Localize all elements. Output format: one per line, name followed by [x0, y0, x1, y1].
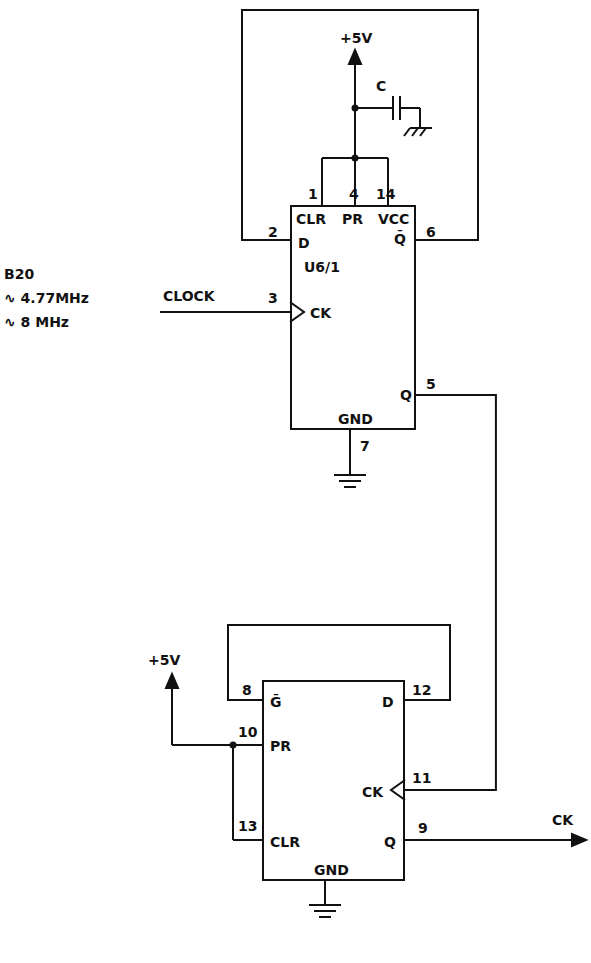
pin-name: CK: [362, 784, 383, 800]
pin-name: D: [298, 235, 310, 251]
pin-number: 10: [238, 724, 257, 740]
pin-number: 13: [238, 818, 257, 834]
pin-number: 2: [268, 224, 278, 240]
pin-number: 12: [412, 682, 431, 698]
pin-number: 9: [418, 820, 428, 836]
pin-name: Q̄: [394, 231, 406, 247]
pin-number: 1: [308, 186, 318, 202]
pin-name: GND: [338, 411, 373, 427]
pin-name: VCC: [378, 211, 409, 227]
pin-number: 11: [412, 770, 431, 786]
pin-number: 5: [426, 376, 436, 392]
flip-flop-box: CLR PR VCC Q̄ D U6/1CK Q GND: [290, 205, 416, 430]
supply-label: +5V: [340, 30, 372, 46]
pin-number: 7: [360, 438, 370, 454]
pin-name: GND: [314, 862, 349, 878]
pin-name: Q: [384, 834, 396, 850]
pin-name: U6/1: [304, 259, 340, 275]
connector-name: B20: [4, 266, 34, 282]
pin-name: PR: [270, 738, 291, 754]
pin-name: CLR: [296, 211, 326, 227]
flip-flop-box: Ḡ D PR CK CLR Q GND: [262, 680, 405, 881]
signal-wire: [405, 395, 496, 790]
supply-label: +5V: [148, 652, 180, 668]
pin-number: 3: [268, 290, 278, 306]
signal-name: CLOCK: [163, 288, 215, 304]
capacitor-label: C: [376, 78, 386, 94]
pin-name: Q: [400, 387, 412, 403]
pin-number: 8: [242, 682, 252, 698]
pin-name: D: [382, 694, 394, 710]
frequency-note: ∿ 4.77MHz: [4, 290, 89, 306]
pin-number: 14: [376, 186, 395, 202]
pin-name: Ḡ: [270, 694, 282, 710]
pin-number: 6: [426, 224, 436, 240]
pin-name: CK: [310, 305, 331, 321]
frequency-note: ∿ 8 MHz: [4, 314, 69, 330]
signal-name: CK: [552, 812, 573, 828]
pin-name: CLR: [270, 834, 300, 850]
pin-name: PR: [342, 211, 363, 227]
pin-number: 4: [349, 186, 359, 202]
